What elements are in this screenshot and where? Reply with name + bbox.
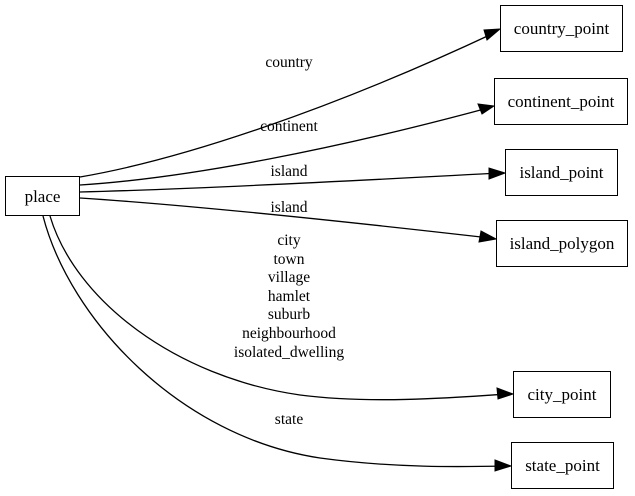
edge-label-line: continent	[260, 118, 318, 135]
edge-curve	[79, 172, 500, 193]
edge-label-line: town	[273, 250, 305, 268]
node-country_point[interactable]: country_point	[500, 5, 623, 52]
edge-label: continent	[260, 118, 318, 137]
edge-label: country	[265, 54, 312, 73]
node-label: island_polygon	[509, 234, 615, 253]
graph-edge	[49, 215, 515, 401]
edge-label: island	[270, 163, 307, 182]
node-label: continent_point	[507, 92, 615, 111]
edge-label-line: village	[267, 269, 311, 287]
graph-edge	[79, 103, 496, 186]
node-label: place	[24, 186, 61, 206]
node-city_point[interactable]: city_point	[513, 371, 611, 418]
arrowhead-icon	[483, 28, 502, 41]
arrowhead-icon	[477, 103, 496, 115]
edge-label-line: neighbourhood	[242, 324, 336, 342]
edge-curve	[79, 197, 491, 239]
edge-label-line: country	[265, 54, 313, 71]
edge-label-line: island	[270, 163, 308, 180]
edge-curve	[79, 32, 495, 178]
graph-edge	[42, 215, 513, 472]
node-island_point[interactable]: island_point	[505, 149, 618, 196]
edge-label-line: suburb	[267, 306, 311, 324]
node-label: city_point	[527, 385, 597, 404]
edge-curve	[79, 107, 489, 186]
edge-label-line: city	[277, 232, 301, 249]
arrowhead-icon	[488, 167, 507, 180]
edge-label-line: state	[274, 411, 304, 428]
edge-label-line: hamlet	[267, 287, 311, 305]
edge-label: island	[270, 199, 307, 218]
node-island_polygon[interactable]: island_polygon	[496, 220, 628, 267]
edge-label: state	[275, 411, 303, 430]
edge-label-line: isolated_dwelling	[233, 343, 345, 361]
graph-edge	[79, 167, 507, 193]
node-continent_point[interactable]: continent_point	[494, 78, 628, 125]
graph-edge	[79, 28, 502, 178]
node-state_point[interactable]: state_point	[511, 442, 614, 489]
node-place[interactable]: place	[5, 176, 80, 216]
edge-curve	[49, 215, 508, 401]
arrowhead-icon	[478, 230, 498, 243]
graph-edge	[79, 197, 498, 243]
node-label: state_point	[525, 456, 600, 475]
edge-curve	[42, 215, 506, 468]
node-label: country_point	[513, 19, 610, 38]
arrowhead-icon	[494, 459, 513, 472]
arrowhead-icon	[496, 387, 515, 400]
edge-label-line: island	[270, 199, 308, 216]
node-label: island_point	[519, 163, 604, 182]
